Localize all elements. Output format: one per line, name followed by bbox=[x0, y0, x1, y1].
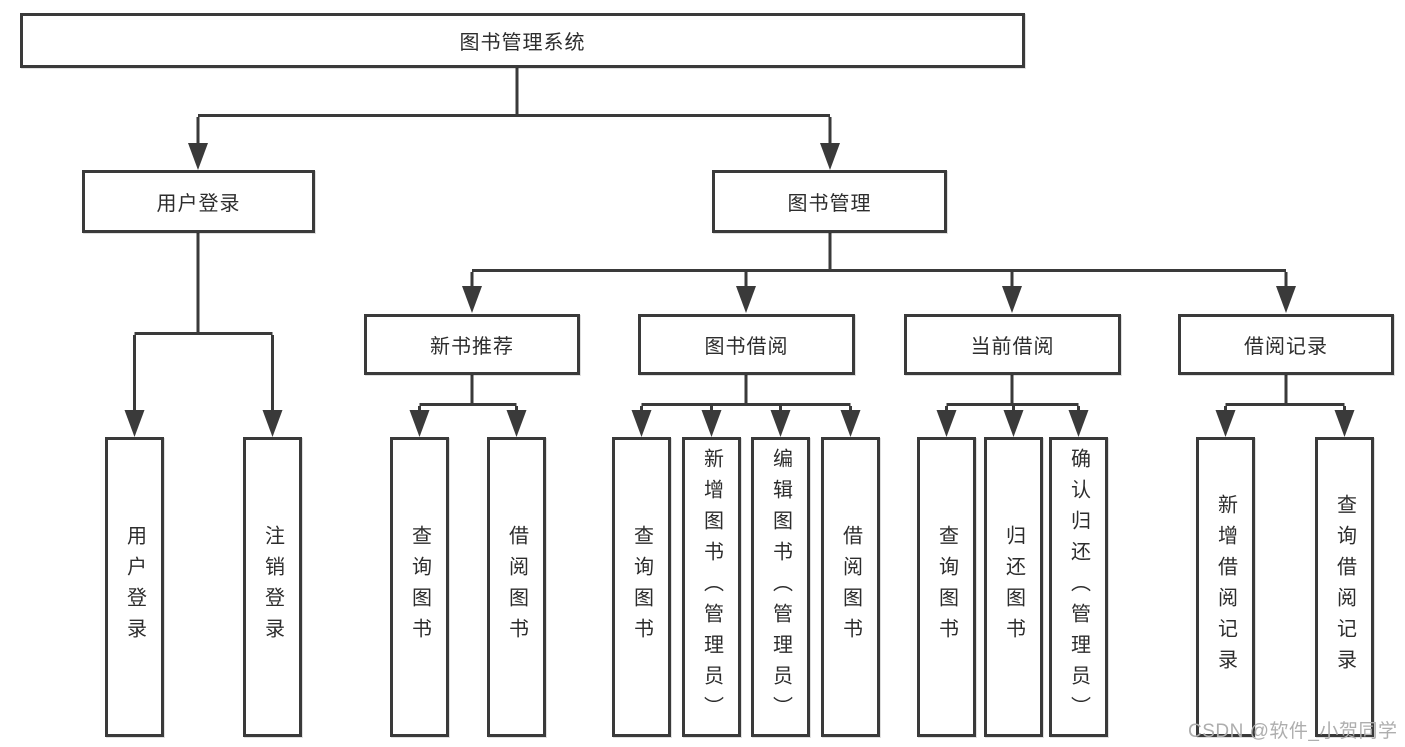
node-new-book-recommend: 新书推荐 bbox=[364, 314, 580, 375]
arrowhead-down-icon bbox=[1215, 410, 1236, 437]
leaf-label: 借阅图书 bbox=[839, 525, 862, 649]
arrowhead-down-icon bbox=[462, 286, 482, 313]
leaf-logout: 注销登录 bbox=[243, 437, 302, 737]
arrowhead-down-icon bbox=[1334, 410, 1355, 437]
arrowhead-down-icon bbox=[409, 410, 430, 437]
arrowhead-down-icon bbox=[736, 286, 756, 313]
leaf-label: 查询图书 bbox=[935, 525, 958, 649]
leaf-label: 确认归还（管理员） bbox=[1067, 447, 1090, 727]
leaf-label: 归还图书 bbox=[1002, 525, 1025, 649]
node-label: 图书管理 bbox=[787, 193, 872, 215]
arrowhead-down-icon bbox=[631, 410, 652, 437]
connector-borrow-record-to-leaves bbox=[1215, 375, 1355, 437]
arrowhead-down-icon bbox=[124, 410, 145, 437]
arrowhead-down-icon bbox=[188, 143, 208, 170]
leaf-borrow-borrow-book: 借阅图书 bbox=[821, 437, 880, 737]
leaf-current-confirm-return-admin: 确认归还（管理员） bbox=[1049, 437, 1108, 737]
connector-book-mgmt-to-groups bbox=[462, 233, 1296, 313]
leaf-current-query-book: 查询图书 bbox=[917, 437, 976, 737]
node-label: 图书管理系统 bbox=[459, 32, 586, 54]
arrowhead-down-icon bbox=[262, 410, 283, 437]
node-label: 图书借阅 bbox=[704, 336, 789, 358]
leaf-label: 用户登录 bbox=[123, 525, 146, 649]
leaf-borrow-edit-book-admin: 编辑图书（管理员） bbox=[751, 437, 810, 737]
watermark: CSDN @软件_小贺同学 bbox=[1188, 721, 1398, 742]
leaf-label: 查询图书 bbox=[630, 525, 653, 649]
arrowhead-down-icon bbox=[506, 410, 527, 437]
connector-current-borrow-to-leaves bbox=[936, 375, 1089, 437]
leaf-rec-query-book: 查询图书 bbox=[390, 437, 449, 737]
leaf-label: 查询借阅记录 bbox=[1333, 494, 1356, 680]
leaf-record-add-record: 新增借阅记录 bbox=[1196, 437, 1255, 737]
leaf-label: 借阅图书 bbox=[505, 525, 528, 649]
connector-new-book-rec-to-leaves bbox=[409, 375, 527, 437]
node-current-borrow: 当前借阅 bbox=[904, 314, 1121, 375]
leaf-label: 编辑图书（管理员） bbox=[769, 447, 792, 727]
node-label: 借阅记录 bbox=[1244, 336, 1328, 358]
arrowhead-down-icon bbox=[1068, 410, 1089, 437]
node-borrow-record: 借阅记录 bbox=[1178, 314, 1394, 375]
node-label: 新书推荐 bbox=[430, 336, 514, 358]
connector-book-borrow-to-leaves bbox=[631, 375, 861, 437]
arrowhead-down-icon bbox=[770, 410, 791, 437]
node-label: 用户登录 bbox=[156, 193, 241, 215]
leaf-label: 新增图书（管理员） bbox=[700, 447, 723, 727]
node-root-library-system: 图书管理系统 bbox=[20, 13, 1025, 68]
arrowhead-down-icon bbox=[1276, 286, 1296, 313]
leaf-record-query-record: 查询借阅记录 bbox=[1315, 437, 1374, 737]
arrowhead-down-icon bbox=[840, 410, 861, 437]
leaf-borrow-query-book: 查询图书 bbox=[612, 437, 671, 737]
node-user-login: 用户登录 bbox=[82, 170, 315, 233]
leaf-current-return-book: 归还图书 bbox=[984, 437, 1043, 737]
arrowhead-down-icon bbox=[1002, 286, 1022, 313]
arrowhead-down-icon bbox=[820, 143, 840, 170]
node-book-management: 图书管理 bbox=[712, 170, 947, 233]
node-book-borrow: 图书借阅 bbox=[638, 314, 855, 375]
node-label: 当前借阅 bbox=[970, 336, 1055, 358]
arrowhead-down-icon bbox=[1003, 410, 1024, 437]
arrowhead-down-icon bbox=[936, 410, 957, 437]
leaf-label: 注销登录 bbox=[261, 525, 284, 649]
arrowhead-down-icon bbox=[701, 410, 722, 437]
leaf-rec-borrow-book: 借阅图书 bbox=[487, 437, 546, 737]
leaf-borrow-add-book-admin: 新增图书（管理员） bbox=[682, 437, 741, 737]
leaf-label: 新增借阅记录 bbox=[1214, 494, 1237, 680]
leaf-user-login: 用户登录 bbox=[105, 437, 164, 737]
connector-user-login-to-leaves bbox=[124, 233, 283, 437]
connector-root-to-level2 bbox=[188, 68, 840, 170]
leaf-label: 查询图书 bbox=[408, 525, 431, 649]
